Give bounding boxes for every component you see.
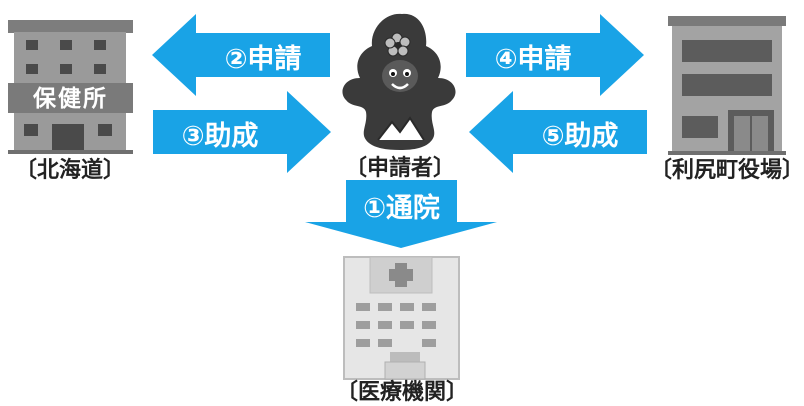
health-center-sign-text: 保健所 bbox=[33, 86, 108, 112]
arrow-2-shape bbox=[152, 14, 330, 96]
health-center-building-icon bbox=[8, 20, 133, 154]
arrow-4-label: ④申請 bbox=[494, 44, 572, 75]
arrow-3-label: ③助成 bbox=[181, 121, 259, 152]
label-medical-institution: 〔医療機関〕 bbox=[335, 380, 468, 405]
arrow-2-label: ②申請 bbox=[224, 44, 302, 75]
arrow-1-label: ①通院 bbox=[363, 193, 440, 224]
arrow-5-label: ⑤助成 bbox=[541, 121, 619, 152]
label-hokkaido: 〔北海道〕 bbox=[14, 158, 125, 183]
applicant-mascot-icon bbox=[342, 13, 456, 151]
label-applicant: 〔申請者〕 bbox=[344, 156, 455, 181]
arrow-4-shape bbox=[466, 14, 644, 96]
arrow-3-shape bbox=[153, 91, 331, 173]
hospital-building-icon bbox=[343, 256, 460, 380]
town-office-building-icon bbox=[668, 16, 786, 155]
label-rishiri-town-office: 〔利尻町役場〕 bbox=[650, 158, 804, 183]
arrow-1-shape bbox=[305, 180, 497, 248]
health-center-sign: 保健所 bbox=[10, 85, 131, 113]
arrow-5-shape bbox=[469, 91, 647, 173]
